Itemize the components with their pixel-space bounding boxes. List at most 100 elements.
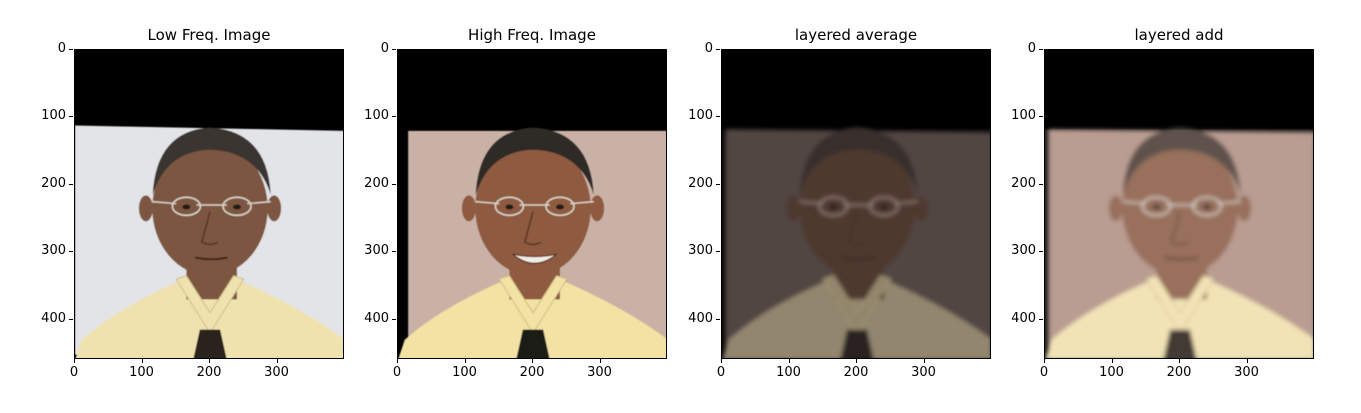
y-tick-mark — [716, 49, 720, 50]
hair — [799, 127, 918, 195]
nose — [524, 211, 542, 246]
left-ear — [461, 195, 476, 222]
left-ear — [785, 195, 800, 222]
image-canvas — [722, 50, 990, 358]
hair — [1122, 127, 1241, 195]
right-ear — [267, 195, 282, 222]
face — [799, 140, 915, 276]
right-lens — [1192, 196, 1222, 217]
x-tick-mark — [599, 359, 601, 363]
y-tick-label: 100 — [364, 108, 389, 124]
image-canvas — [1045, 50, 1313, 358]
y-tick-mark — [716, 251, 720, 253]
x-tick-mark — [721, 359, 722, 363]
y-tick-label: 300 — [364, 243, 389, 259]
image-plot — [1044, 49, 1314, 359]
x-tick-label: 100 — [452, 365, 477, 380]
y-tick-mark — [1039, 116, 1043, 118]
image-plot — [74, 49, 344, 359]
x-tick-label: 200 — [196, 365, 222, 380]
right-eye — [1203, 204, 1211, 210]
portrait-group — [75, 125, 343, 358]
tie — [193, 329, 227, 358]
y-tick-mark — [1039, 183, 1043, 185]
hair — [152, 127, 271, 195]
y-tick-label: 0 — [1027, 41, 1036, 56]
glasses-arm-right — [570, 200, 594, 205]
x-tick-mark — [74, 359, 75, 363]
x-tick-mark — [1179, 359, 1180, 363]
x-tick-label: 200 — [519, 365, 545, 380]
x-tick-label: 0 — [392, 365, 402, 380]
panel-title: layered average — [794, 26, 918, 44]
y-tick-label: 0 — [704, 41, 713, 56]
y-tick-mark — [392, 251, 396, 253]
glasses-arm-left — [152, 200, 177, 205]
y-tick-mark — [69, 251, 73, 253]
x-tick-label: 200 — [843, 365, 869, 380]
x-tick-mark — [532, 359, 533, 363]
glasses-arm-left — [1122, 200, 1147, 205]
image-plot — [397, 49, 667, 359]
face — [152, 140, 268, 276]
hair — [475, 127, 594, 195]
left-lens — [171, 196, 202, 217]
y-tick-mark — [69, 49, 73, 50]
glasses-arm-right — [1217, 200, 1241, 205]
y-tick-mark — [69, 318, 73, 320]
mouth — [841, 256, 875, 261]
y-tick-label: 300 — [1011, 243, 1036, 259]
y-tick-mark — [716, 183, 720, 185]
tie — [1163, 329, 1197, 358]
x-tick-label: 300 — [1234, 365, 1259, 380]
x-tick-mark — [464, 359, 466, 363]
y-tick-label: 300 — [41, 243, 66, 259]
x-tick-mark — [397, 359, 398, 363]
image-canvas — [75, 50, 343, 358]
y-tick-mark — [716, 116, 720, 118]
y-tick-mark — [1039, 251, 1043, 253]
x-tick-mark — [1111, 359, 1113, 363]
glasses-arm-left — [475, 200, 500, 205]
glasses-arm-right — [894, 200, 918, 205]
left-eye — [1152, 204, 1161, 210]
y-tick-mark — [716, 318, 720, 320]
y-tick-label: 100 — [1011, 108, 1036, 124]
right-lens — [222, 196, 252, 217]
x-tick-mark — [209, 359, 210, 363]
y-tick-mark — [69, 116, 73, 118]
y-tick-mark — [1039, 318, 1043, 320]
x-tick-mark — [788, 359, 790, 363]
mouth — [512, 253, 558, 264]
y-tick-label: 400 — [688, 310, 713, 326]
x-tick-label: 300 — [264, 365, 289, 380]
x-tick-mark — [1044, 359, 1045, 363]
panel-title: High Freq. Image — [468, 26, 596, 44]
y-tick-mark — [392, 318, 396, 320]
y-tick-label: 300 — [688, 243, 713, 259]
y-tick-label: 200 — [1011, 175, 1036, 191]
y-tick-mark — [392, 49, 396, 50]
x-tick-label: 0 — [69, 365, 79, 380]
y-tick-mark — [1039, 49, 1043, 50]
x-tick-mark — [141, 359, 143, 363]
mouth — [194, 256, 228, 261]
y-tick-label: 200 — [364, 175, 389, 191]
glasses-arm-right — [247, 200, 271, 205]
left-ear — [1108, 195, 1123, 222]
x-tick-label: 100 — [129, 365, 154, 380]
y-tick-mark — [392, 116, 396, 118]
add-overlay — [1045, 129, 1313, 358]
left-eye — [829, 204, 838, 210]
glasses-arm-left — [799, 200, 824, 205]
x-tick-label: 100 — [1099, 365, 1124, 380]
y-tick-mark — [69, 183, 73, 185]
y-tick-label: 0 — [380, 41, 389, 56]
tie — [516, 329, 550, 358]
portrait-group — [398, 127, 666, 358]
average-overlay — [722, 129, 990, 358]
x-tick-mark — [276, 359, 278, 363]
left-ear — [138, 195, 153, 222]
left-lens — [818, 196, 849, 217]
x-tick-label: 100 — [776, 365, 801, 380]
